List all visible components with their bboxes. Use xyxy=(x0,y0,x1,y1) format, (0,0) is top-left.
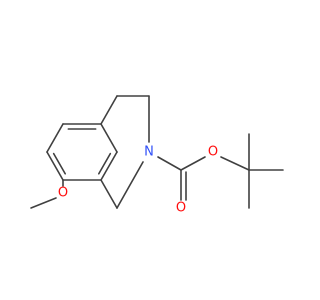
bond-double-inner xyxy=(98,152,112,175)
bond-single xyxy=(100,95,118,125)
atom-label-ring-nitrogen: N xyxy=(144,145,154,160)
bond-aromatic xyxy=(100,151,118,181)
atom-label-carbonyl-oxygen: O xyxy=(176,201,186,216)
bond-single xyxy=(180,156,206,171)
bond-single xyxy=(220,156,250,171)
molecule-structure: O N O O xyxy=(30,95,284,216)
bond-single xyxy=(116,161,144,209)
bond-single xyxy=(157,156,182,171)
atom-label-ester-oxygen: O xyxy=(208,145,218,160)
bond-single xyxy=(100,179,118,209)
bond-aromatic xyxy=(46,123,64,153)
bond-aromatic xyxy=(46,151,64,181)
structure-canvas: O N O O xyxy=(30,95,284,216)
bond-aromatic xyxy=(100,123,118,153)
bond-double-inner xyxy=(52,152,66,175)
bond-single xyxy=(30,197,57,209)
atom-label-methoxy-oxygen: O xyxy=(58,186,68,201)
